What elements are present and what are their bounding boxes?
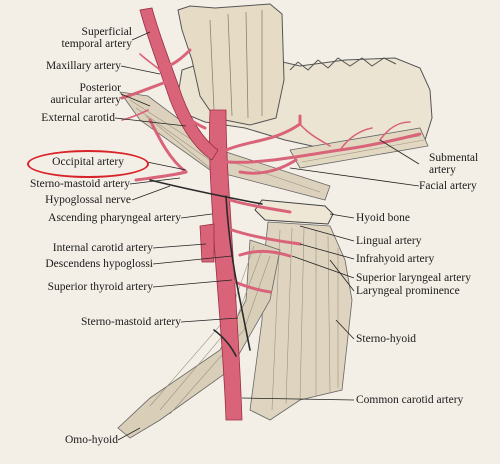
mandible-teeth — [289, 57, 397, 71]
label-sterno-mastoid-artery-upper: Sterno-mastoid artery — [30, 178, 130, 190]
label-hypoglossal-nerve: Hypoglossal nerve — [45, 194, 131, 206]
label-ascending-pharyngeal-artery: Ascending pharyngeal artery — [48, 212, 181, 224]
label-infrahyoid-artery: Infrahyoid artery — [356, 253, 435, 265]
label-facial-artery: Facial artery — [419, 180, 477, 192]
occipital-artery-highlight — [27, 150, 149, 178]
label-descendens-hypoglossi: Descendens hypoglossi — [45, 258, 153, 270]
label-sterno-mastoid-artery-lower: Sterno-mastoid artery — [81, 316, 181, 328]
label-laryngeal-prominence: Laryngeal prominence — [356, 285, 460, 297]
internal-carotid-vessel — [199, 223, 215, 263]
label-superior-laryngeal-artery: Superior laryngeal artery — [356, 272, 471, 284]
label-common-carotid-artery: Common carotid artery — [356, 394, 464, 406]
label-sterno-hyoid: Sterno-hyoid — [356, 333, 417, 345]
label-internal-carotid-artery: Internal carotid artery — [52, 242, 153, 254]
label-superior-thyroid-artery: Superior thyroid artery — [47, 281, 153, 293]
label-hyoid-bone: Hyoid bone — [356, 212, 410, 224]
label-omo-hyoid: Omo-hyoid — [64, 434, 118, 446]
nerves — [149, 179, 263, 357]
ramus — [177, 3, 285, 126]
hyoid-bone-shape — [254, 199, 334, 225]
label-lingual-artery: Lingual artery — [356, 235, 422, 247]
label-maxillary-artery: Maxillary artery — [45, 60, 121, 72]
external-carotid-vessel — [139, 7, 219, 161]
label-external-carotid: External carotid — [41, 112, 115, 124]
carotid-trunk — [209, 109, 243, 421]
